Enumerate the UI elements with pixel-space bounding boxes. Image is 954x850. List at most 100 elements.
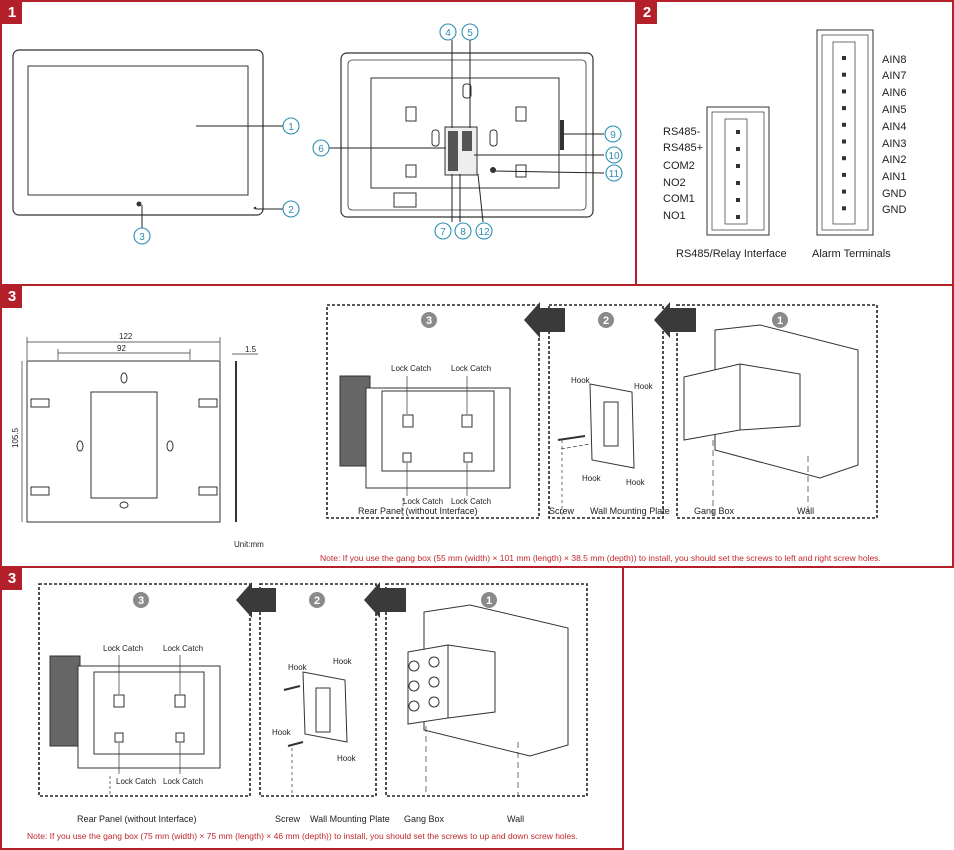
caption-wall: Wall bbox=[797, 506, 814, 516]
rs485-pin-label: RS485- bbox=[663, 126, 701, 138]
connector-pin bbox=[842, 106, 846, 111]
step3-box-b bbox=[38, 583, 251, 797]
svg-text:1: 1 bbox=[486, 595, 492, 607]
rs485-relay-connector bbox=[706, 106, 770, 236]
rear-panel-illustration-b bbox=[49, 655, 221, 796]
svg-text:4: 4 bbox=[445, 28, 451, 39]
svg-text:1: 1 bbox=[288, 122, 294, 133]
alarm-terminals-connector bbox=[816, 29, 874, 236]
note-3b: Note: If you use the gang box (75 mm (wi… bbox=[27, 831, 578, 841]
svg-text:9: 9 bbox=[610, 130, 616, 141]
rs485-pin-label: RS485+ bbox=[663, 142, 703, 154]
arrow-left-icon bbox=[236, 582, 276, 618]
hook-label: Hook bbox=[288, 663, 308, 672]
callout-10: 10 bbox=[605, 146, 623, 164]
rs485-caption: RS485/Relay Interface bbox=[676, 248, 787, 260]
svg-text:2: 2 bbox=[603, 315, 609, 327]
svg-text:3: 3 bbox=[426, 315, 432, 327]
alarm-pin-label: AIN5 bbox=[882, 104, 906, 116]
callout-9: 9 bbox=[604, 125, 622, 143]
connector-pin bbox=[736, 130, 740, 134]
connector-pin bbox=[842, 122, 846, 127]
svg-text:12: 12 bbox=[478, 227, 490, 238]
step-3-marker-b: 3 bbox=[133, 592, 149, 608]
alarm-caption: Alarm Terminals bbox=[812, 248, 891, 260]
callout-6: 6 bbox=[312, 139, 330, 157]
dim-depth: 1.5 bbox=[245, 345, 257, 354]
panel-3a-tag: 3 bbox=[2, 286, 22, 308]
caption-rear-panel: Rear Panel (without Interface) bbox=[358, 506, 478, 516]
note-3a: Note: If you use the gang box (55 mm (wi… bbox=[320, 553, 881, 563]
alarm-pin-label: AIN7 bbox=[882, 70, 906, 82]
connector-pin bbox=[842, 206, 846, 211]
alarm-pin-label: GND bbox=[882, 188, 907, 200]
connector-pin bbox=[842, 89, 846, 94]
step1-box-b bbox=[385, 583, 588, 797]
callout-12: 12 bbox=[475, 222, 493, 240]
connector-pin bbox=[736, 181, 740, 185]
rs485-pin-label: NO1 bbox=[663, 210, 686, 222]
dim-height: 105.5 bbox=[11, 427, 20, 448]
alarm-pin-label: AIN6 bbox=[882, 87, 906, 99]
dim-width-outer: 122 bbox=[119, 332, 133, 341]
caption-plate-b: Wall Mounting Plate bbox=[310, 814, 390, 824]
alarm-pin-label: GND bbox=[882, 204, 907, 216]
callout-5: 5 bbox=[461, 23, 479, 41]
hook-label: Hook bbox=[626, 478, 646, 487]
lock-catch-label: Lock Catch bbox=[163, 777, 203, 786]
hook-label: Hook bbox=[333, 657, 353, 666]
connector-pin bbox=[736, 164, 740, 168]
step2-box bbox=[548, 304, 664, 519]
rs485-pin-label: NO2 bbox=[663, 177, 686, 189]
lock-catch-label: Lock Catch bbox=[451, 497, 491, 506]
step-2-marker: 2 bbox=[598, 312, 614, 328]
connector-pin bbox=[736, 147, 740, 151]
wall-and-gang-box bbox=[683, 324, 859, 516]
lock-catch-label: Lock Catch bbox=[103, 644, 143, 653]
monitor-front bbox=[12, 49, 283, 228]
panel-2-tag: 2 bbox=[637, 2, 657, 24]
svg-text:6: 6 bbox=[318, 144, 324, 155]
svg-text:10: 10 bbox=[608, 151, 620, 162]
callout-7: 7 bbox=[434, 222, 452, 240]
caption-plate: Wall Mounting Plate bbox=[590, 506, 670, 516]
caption-screw-b: Screw bbox=[275, 814, 301, 824]
connector-pin bbox=[736, 198, 740, 202]
connector-pin bbox=[842, 72, 846, 77]
lock-catch-label: Lock Catch bbox=[116, 777, 156, 786]
alarm-pin-label: AIN3 bbox=[882, 138, 906, 150]
step3-box bbox=[326, 304, 540, 519]
step-1-marker-b: 1 bbox=[481, 592, 497, 608]
caption-screw: Screw bbox=[549, 506, 575, 516]
connector-pin bbox=[842, 189, 846, 194]
callout-4: 4 bbox=[439, 23, 457, 41]
unit-label: Unit:mm bbox=[234, 540, 264, 549]
callout-8: 8 bbox=[454, 222, 472, 240]
callout-11: 11 bbox=[605, 164, 623, 182]
connector-pin bbox=[842, 172, 846, 177]
caption-rear-panel-b: Rear Panel (without Interface) bbox=[77, 814, 197, 824]
step1-box bbox=[676, 304, 878, 519]
connector-pin bbox=[842, 56, 846, 60]
hook-label: Hook bbox=[571, 376, 591, 385]
lock-catch-label: Lock Catch bbox=[391, 364, 431, 373]
callout-2: 2 bbox=[282, 200, 300, 218]
arrow-left-icon bbox=[654, 302, 696, 338]
caption-wall-b: Wall bbox=[507, 814, 524, 824]
panel-3b-tag: 3 bbox=[2, 568, 22, 590]
rs485-pin-label: COM2 bbox=[663, 160, 695, 172]
connector-pin bbox=[842, 139, 846, 144]
alarm-pin-label: AIN8 bbox=[882, 54, 906, 66]
wall-and-gang-box-b bbox=[407, 604, 569, 796]
svg-text:2: 2 bbox=[288, 205, 294, 216]
rs485-pin-label: COM1 bbox=[663, 193, 695, 205]
wall-mounting-plate-b bbox=[283, 671, 348, 796]
panel-1-tag: 1 bbox=[2, 2, 22, 24]
alarm-pin-label: AIN1 bbox=[882, 171, 906, 183]
svg-text:5: 5 bbox=[467, 28, 473, 39]
svg-text:7: 7 bbox=[440, 227, 446, 238]
hook-label: Hook bbox=[272, 728, 292, 737]
hook-label: Hook bbox=[337, 754, 357, 763]
hook-label: Hook bbox=[582, 474, 602, 483]
